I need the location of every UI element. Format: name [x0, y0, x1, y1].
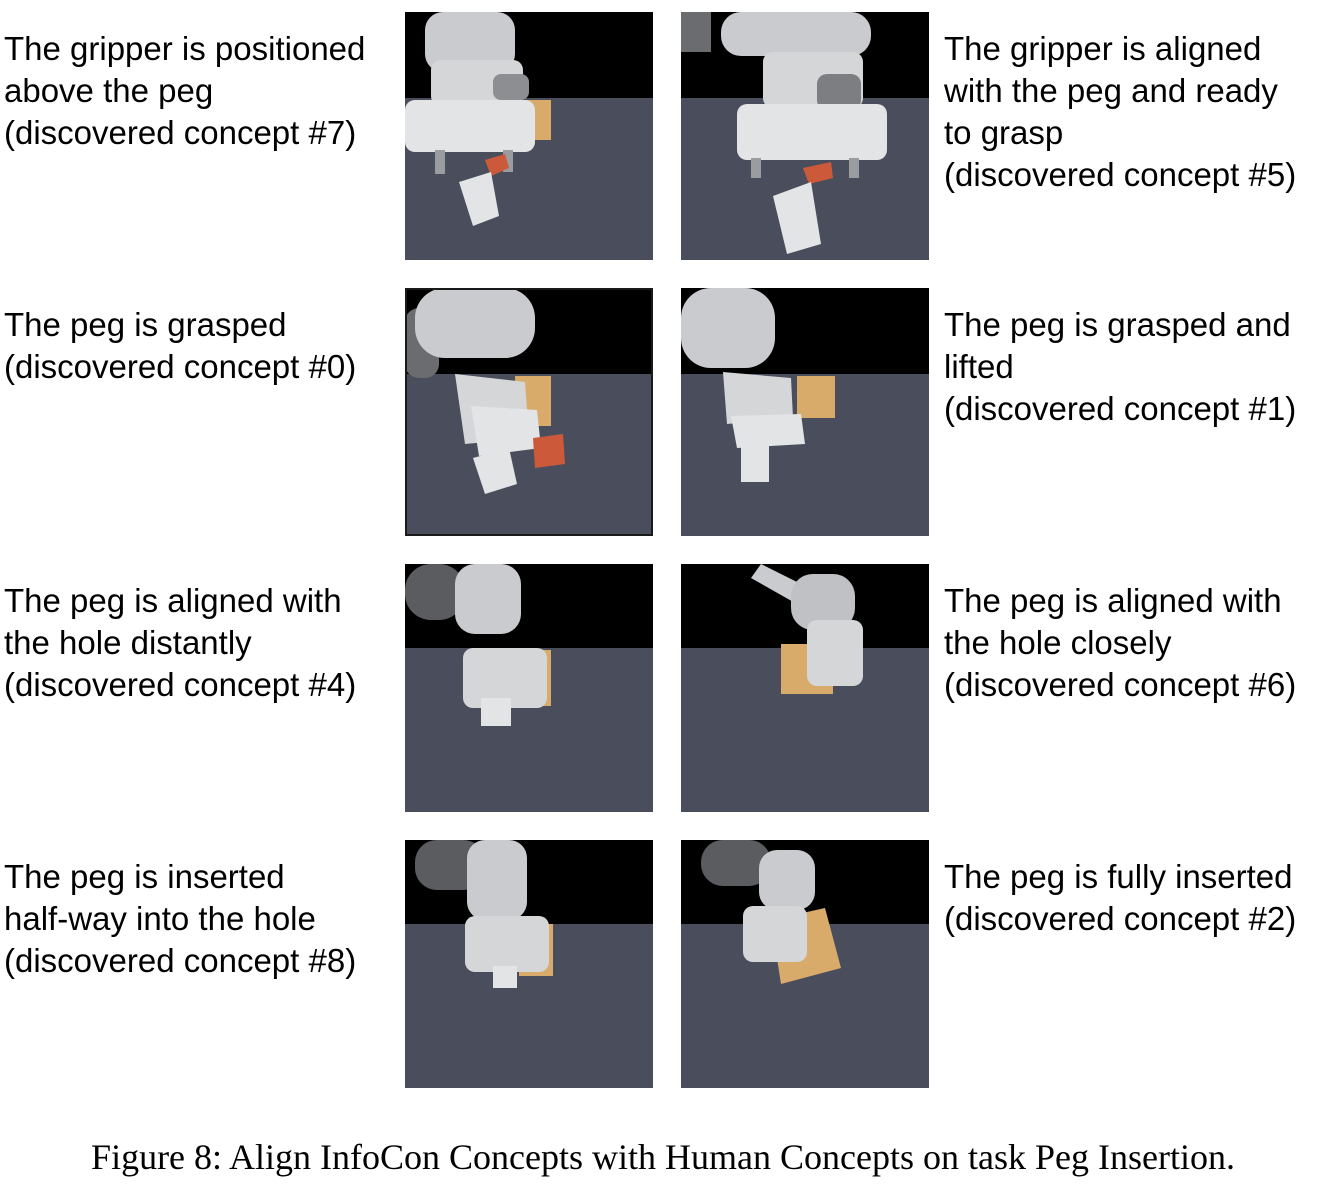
frame-concept-7: [405, 12, 653, 260]
label-line: The peg is aligned with: [4, 582, 342, 619]
frame-concept-5: [681, 12, 929, 260]
concept-label-7: The gripper is positioned above the peg …: [4, 28, 365, 154]
frame-concept-1: [681, 288, 929, 536]
concept-label-1: The peg is grasped and lifted (discovere…: [944, 304, 1296, 430]
label-line: (discovered concept #0): [4, 348, 357, 385]
label-line: The peg is aligned with: [944, 582, 1282, 619]
label-line: (discovered concept #6): [944, 666, 1297, 703]
label-line: The peg is grasped: [4, 306, 287, 343]
frame-concept-0: [405, 288, 653, 536]
label-line: lifted: [944, 348, 1014, 385]
sim-frame-2: [681, 840, 929, 1088]
sim-frame-6: [681, 564, 929, 812]
frame-concept-2: [681, 840, 929, 1088]
label-line: The peg is inserted: [4, 858, 285, 895]
label-line: the hole closely: [944, 624, 1172, 661]
concept-label-4: The peg is aligned with the hole distant…: [4, 580, 356, 706]
label-line: The peg is grasped and: [944, 306, 1291, 343]
label-line: (discovered concept #1): [944, 390, 1297, 427]
sim-frame-8: [405, 840, 653, 1088]
label-line: with the peg and ready: [944, 72, 1278, 109]
label-line: The peg is fully inserted: [944, 858, 1293, 895]
label-line: The gripper is positioned: [4, 30, 366, 67]
concept-label-0: The peg is grasped (discovered concept #…: [4, 304, 356, 388]
concept-label-6: The peg is aligned with the hole closely…: [944, 580, 1296, 706]
frame-concept-4: [405, 564, 653, 812]
label-line: The gripper is aligned: [944, 30, 1262, 67]
sim-frame-5: [681, 12, 929, 260]
sim-frame-4: [405, 564, 653, 812]
label-line: (discovered concept #8): [4, 942, 357, 979]
concept-label-8: The peg is inserted half-way into the ho…: [4, 856, 356, 982]
label-line: (discovered concept #7): [4, 114, 357, 151]
label-line: the hole distantly: [4, 624, 252, 661]
sim-frame-1: [681, 288, 929, 536]
label-line: (discovered concept #2): [944, 900, 1297, 937]
label-line: to grasp: [944, 114, 1064, 151]
label-line: half-way into the hole: [4, 900, 316, 937]
sim-frame-7: [405, 12, 653, 260]
frame-concept-8: [405, 840, 653, 1088]
label-line: (discovered concept #5): [944, 156, 1297, 193]
concept-label-5: The gripper is aligned with the peg and …: [944, 28, 1296, 196]
sim-frame-0: [407, 290, 651, 534]
figure-caption: Figure 8: Align InfoCon Concepts with Hu…: [91, 1137, 1235, 1177]
concept-label-2: The peg is fully inserted (discovered co…: [944, 856, 1296, 940]
label-line: above the peg: [4, 72, 214, 109]
label-line: (discovered concept #4): [4, 666, 357, 703]
frame-concept-6: [681, 564, 929, 812]
